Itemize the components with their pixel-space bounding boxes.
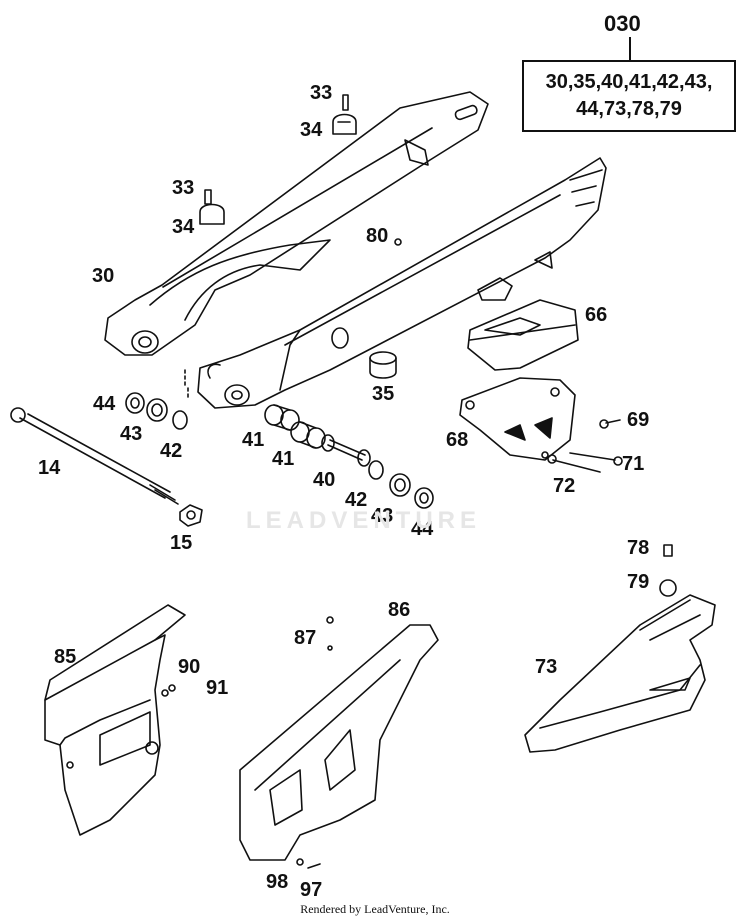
callout-91: 91	[206, 677, 229, 699]
callout-15: 15	[170, 532, 193, 554]
callout-68: 68	[446, 429, 469, 451]
kit-contents-line-2: 44,73,78,79	[576, 98, 682, 120]
kit-contents-box: 30,35,40,41,42,43, 44,73,78,79	[522, 60, 736, 132]
callout-72: 72	[553, 475, 576, 497]
callout-87: 87	[294, 627, 317, 649]
clip-33-34-lower	[199, 189, 225, 225]
callout-30: 30	[92, 265, 115, 287]
callout-42: 42	[345, 489, 368, 511]
callout-69: 69	[627, 409, 650, 431]
kit-number: 030	[604, 11, 641, 36]
axle-14	[10, 407, 179, 505]
chain-guide-66	[467, 299, 579, 371]
watermark-text: LEADVENTURE	[246, 507, 482, 534]
callout-66: 66	[585, 304, 608, 326]
callout-44: 44	[411, 518, 434, 540]
bearing-stack-left	[125, 369, 189, 430]
callout-43: 43	[120, 423, 143, 445]
chain-guide-plate-68	[459, 377, 576, 461]
callout-41: 41	[242, 429, 265, 451]
bearing-stack-right	[264, 404, 434, 509]
callout-41: 41	[272, 448, 295, 470]
callout-98: 98	[266, 871, 289, 893]
nut-15	[179, 504, 203, 527]
plug-35	[369, 351, 397, 379]
frame-guard-86	[239, 624, 439, 869]
callout-71: 71	[622, 453, 645, 475]
callout-80: 80	[366, 225, 389, 247]
bolts-69-71-72	[547, 419, 623, 473]
callout-14: 14	[38, 457, 61, 479]
callout-44: 44	[93, 393, 116, 415]
chain-guard-85	[44, 604, 186, 836]
callout-35: 35	[372, 383, 395, 405]
callout-34: 34	[300, 119, 323, 141]
callout-79: 79	[627, 571, 650, 593]
callout-73: 73	[535, 656, 558, 678]
clip-33-34-upper	[332, 94, 357, 135]
callout-43: 43	[371, 505, 394, 527]
callout-97: 97	[300, 879, 323, 901]
bolt-80	[394, 238, 402, 246]
kit-contents-line-1: 30,35,40,41,42,43,	[545, 71, 713, 93]
callout-33: 33	[172, 177, 195, 199]
screw-87	[326, 616, 334, 624]
footer-credit: Rendered by LeadVenture, Inc.	[300, 902, 450, 916]
callout-85: 85	[54, 646, 77, 668]
chain-slider-73	[524, 544, 716, 753]
callout-40: 40	[313, 469, 336, 491]
callout-86: 86	[388, 599, 411, 621]
swingarm-30	[104, 91, 607, 409]
callout-78: 78	[627, 537, 650, 559]
callout-42: 42	[160, 440, 183, 462]
callout-90: 90	[178, 656, 201, 678]
callout-33: 33	[310, 82, 333, 104]
callout-34: 34	[172, 216, 195, 238]
